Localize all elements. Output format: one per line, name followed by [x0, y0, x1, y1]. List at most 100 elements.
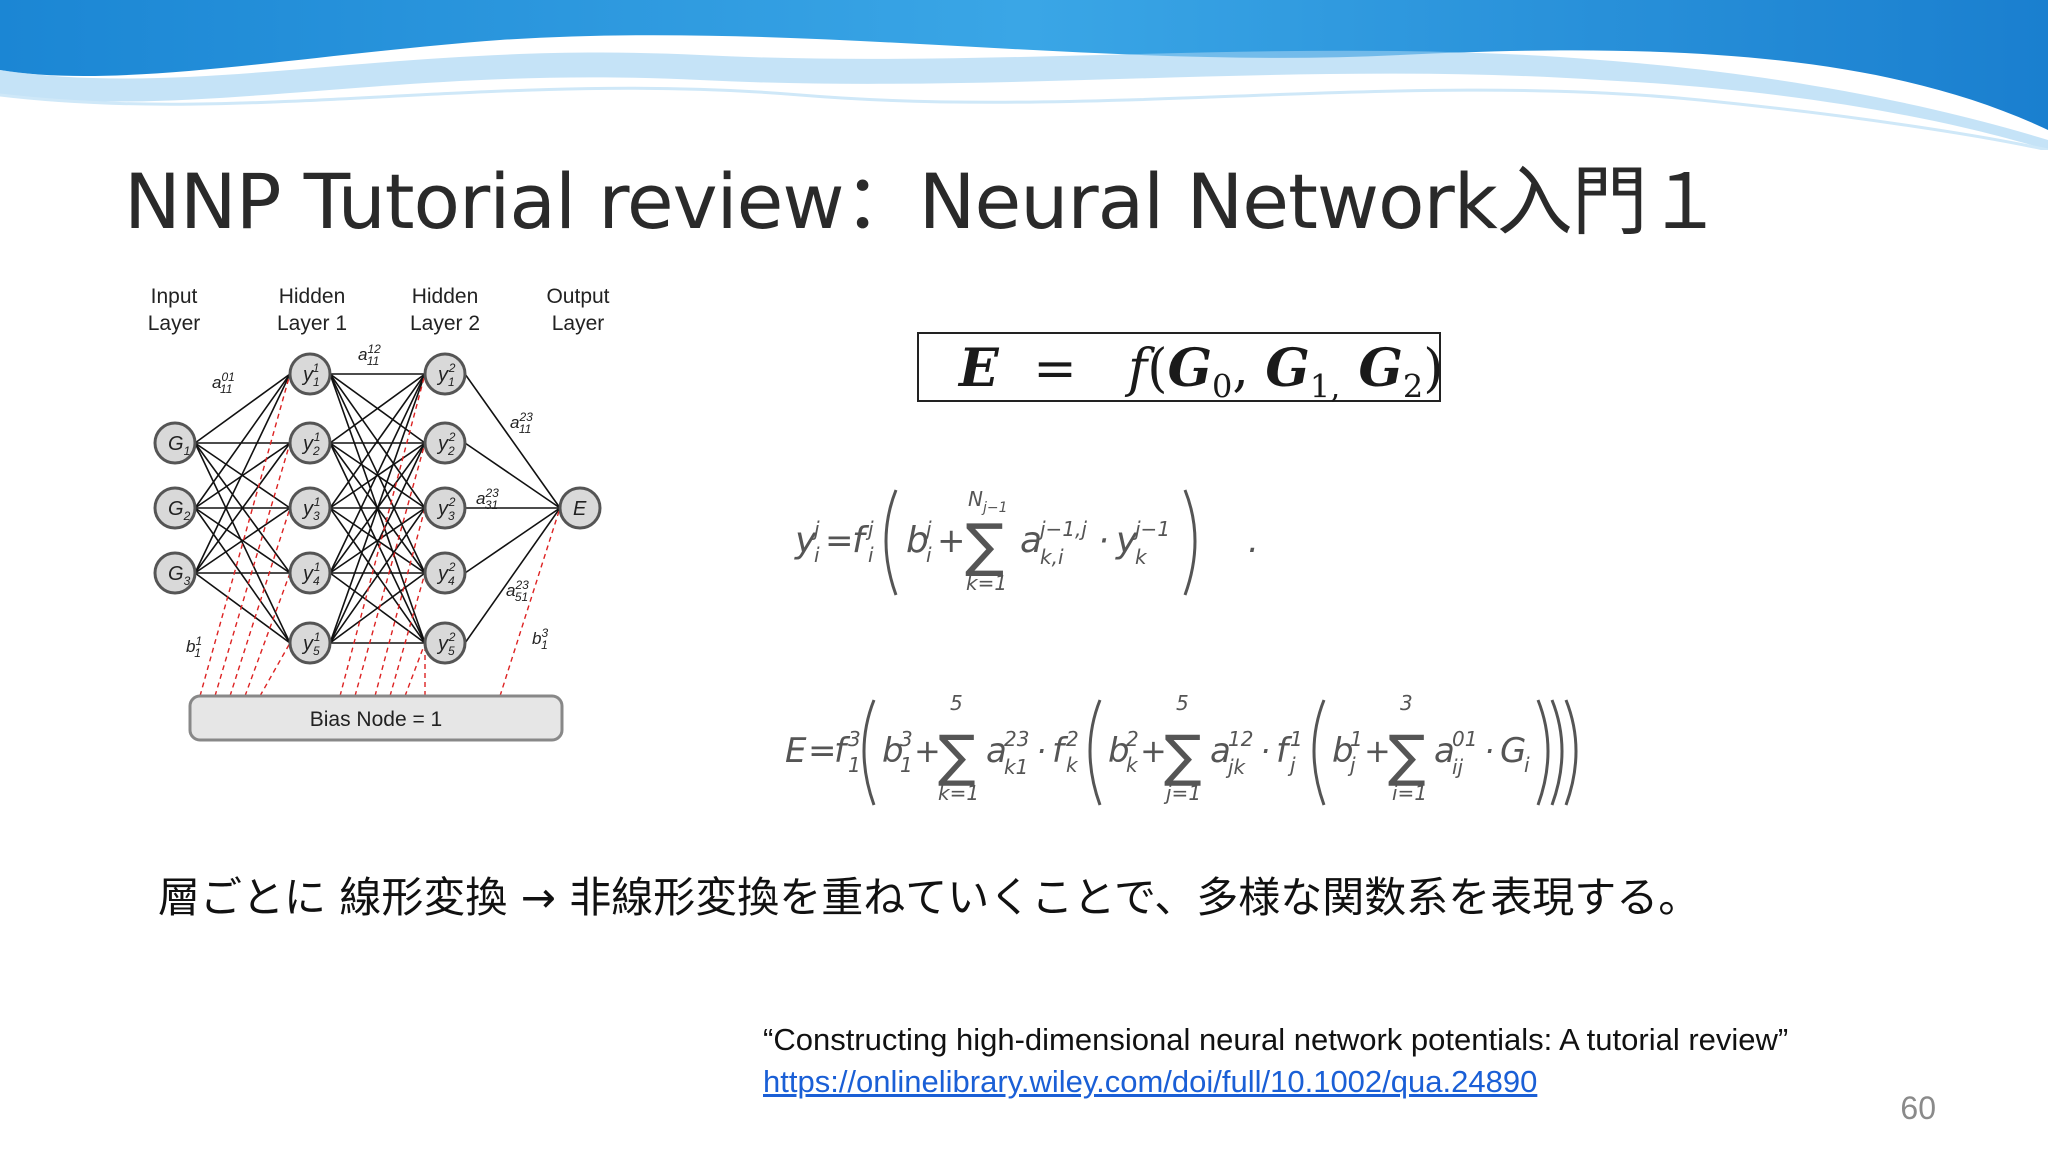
bias-edge — [199, 373, 291, 697]
hidden1-node-2-label: y21 — [301, 430, 320, 458]
svg-text:k,i: k,i — [1040, 545, 1064, 569]
svg-text:jk: jk — [1225, 755, 1247, 779]
svg-text:3: 3 — [1400, 691, 1413, 715]
hidden2-node-2-label: y22 — [436, 430, 456, 458]
svg-text:+: + — [1364, 732, 1391, 770]
edge-hidden1-hidden2 — [329, 373, 426, 509]
input-node-2-circle — [153, 486, 197, 530]
svg-text:∑: ∑ — [938, 724, 976, 789]
hidden2-node-3-circle — [423, 486, 467, 530]
edge-input-hidden1 — [194, 442, 291, 509]
output-node-circle — [558, 486, 602, 530]
svg-text:k: k — [1126, 753, 1139, 777]
bias-edge — [404, 642, 426, 697]
edge-input-hidden1 — [194, 507, 291, 644]
edge-hidden2-output — [464, 373, 561, 509]
bias-edge — [214, 442, 291, 697]
svg-text:j=1: j=1 — [1163, 781, 1201, 805]
bias-edge — [499, 507, 561, 697]
svg-text:k: k — [1135, 545, 1148, 569]
edge-hidden1-hidden2 — [329, 507, 426, 574]
svg-text:j−1: j−1 — [1132, 517, 1170, 541]
hidden1-node-4-circle — [288, 551, 332, 595]
bias-node-label: Bias Node = 1 — [310, 708, 443, 731]
svg-text:y: y — [1115, 520, 1138, 561]
svg-text:1: 1 — [848, 753, 861, 777]
edge-hidden1-hidden2 — [329, 442, 426, 644]
edge-input-hidden1 — [194, 373, 291, 574]
bias-edge — [244, 572, 291, 697]
bias-edge — [374, 507, 426, 697]
svg-text:01: 01 — [1452, 727, 1477, 751]
hidden1-node-3-circle — [288, 486, 332, 530]
svg-text:2: 2 — [1066, 727, 1079, 751]
svg-text:i=1: i=1 — [1392, 781, 1427, 805]
edge-hidden1-hidden2 — [329, 572, 426, 644]
bias-edge — [339, 373, 426, 697]
reference-link[interactable]: https://onlinelibrary.wiley.com/doi/full… — [763, 1064, 1538, 1099]
svg-text:i: i — [1524, 753, 1530, 777]
svg-text:23: 23 — [1004, 727, 1029, 751]
svg-text:+: + — [914, 732, 941, 770]
hidden1-node-3-label: y31 — [301, 495, 320, 523]
slide-title: NNP Tutorial review：Neural Network入門１ — [124, 157, 1723, 246]
energy-nested-formula: E = f 3 1 b 3 1 + ∑ 5 k=1 a 23 k1 · f 2 … — [785, 691, 1578, 806]
svg-text:1: 1 — [1290, 727, 1303, 751]
svg-text:y: y — [794, 520, 817, 561]
svg-text:5: 5 — [1176, 691, 1189, 715]
hidden1-node-2-circle — [288, 421, 332, 465]
bias-edge — [354, 442, 426, 697]
hidden2-node-4-label: y42 — [436, 560, 456, 588]
hidden1-node-1-label: y11 — [301, 361, 319, 389]
hidden2-node-3-label: y32 — [436, 495, 456, 523]
svg-text:k=1: k=1 — [938, 781, 979, 805]
svg-text:k1: k1 — [1004, 755, 1028, 779]
bias-edge — [229, 507, 291, 697]
svg-text:N: N — [968, 487, 983, 511]
svg-text:b: b — [1332, 731, 1354, 771]
edge-hidden1-hidden2 — [329, 442, 426, 509]
svg-text:1: 1 — [900, 753, 913, 777]
hidden2-node-5-circle — [423, 621, 467, 665]
svg-text:2: 2 — [1126, 727, 1139, 751]
svg-text:j: j — [865, 517, 874, 541]
svg-text:=: = — [825, 521, 854, 561]
svg-text:3: 3 — [848, 727, 861, 751]
edge-input-hidden1 — [194, 373, 291, 509]
svg-text:a: a — [1210, 731, 1231, 771]
svg-text:j−1,j: j−1,j — [1037, 517, 1087, 541]
edge-input-hidden1 — [194, 442, 291, 644]
svg-text:j: j — [811, 517, 820, 541]
edge-hidden1-hidden2 — [329, 373, 426, 574]
edge-hidden1-hidden2 — [329, 507, 426, 644]
svg-text:+: + — [937, 521, 966, 561]
energy-function-equation: E = f(G0, G1, G2) — [959, 338, 1444, 406]
svg-text:+: + — [1140, 732, 1167, 770]
svg-text:b: b — [906, 520, 929, 561]
svg-text:ij: ij — [1452, 755, 1464, 779]
bias-edge — [259, 642, 291, 697]
hidden1-node-5-circle — [288, 621, 332, 665]
edge-input-hidden1 — [194, 507, 291, 574]
hidden1-node-5-label: y51 — [301, 630, 320, 658]
reference-title: “Constructing high-dimensional neural ne… — [763, 1022, 1789, 1057]
hidden2-node-1-label: y12 — [436, 361, 456, 389]
edge-hidden1-hidden2 — [329, 373, 426, 644]
svg-text:∑: ∑ — [1388, 724, 1426, 789]
output-node-label: E — [573, 498, 587, 520]
svg-text:j: j — [1287, 753, 1296, 777]
edge-hidden1-hidden2 — [329, 373, 426, 444]
edge-hidden2-output — [464, 507, 561, 644]
svg-text:∑: ∑ — [1164, 724, 1202, 789]
